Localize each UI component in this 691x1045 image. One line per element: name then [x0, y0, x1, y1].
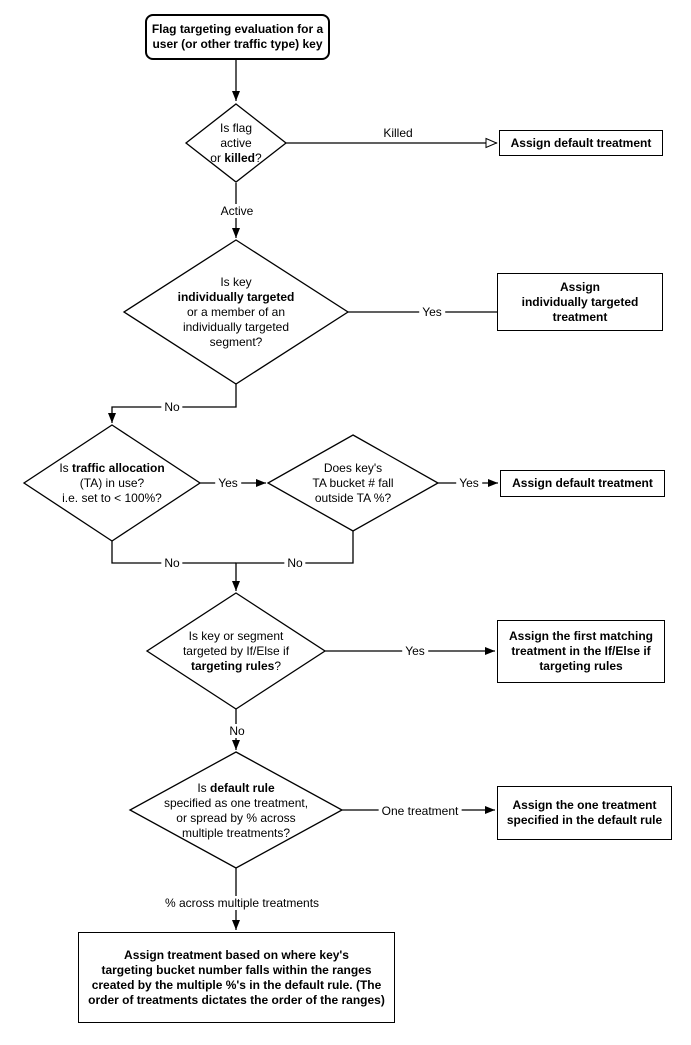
box-assign-individually-targeted-treatment: Assign individually targeted treatment — [497, 273, 663, 331]
decision-ta-bucket-label: Does key's TA bucket # fall outside TA %… — [312, 460, 394, 505]
start-node: Flag targeting evaluation for a user (or… — [145, 14, 330, 60]
edge-label-yes-rules: Yes — [402, 644, 428, 658]
box-assign-default-treatment-1: Assign default treatment — [499, 130, 663, 156]
edge-label-killed: Killed — [380, 126, 416, 140]
decision-targeting-rules-shape — [145, 592, 327, 710]
edge-label-no-bucket: No — [284, 556, 306, 570]
box-assign-one-treatment: Assign the one treatment specified in th… — [497, 786, 672, 840]
edge-label-active: Active — [217, 204, 257, 218]
edge-label-yes-ta: Yes — [215, 476, 241, 490]
decision-traffic-allocation-shape — [22, 424, 202, 542]
decision-flag-active-shape — [184, 103, 288, 183]
edge-label-no-ta: No — [161, 556, 183, 570]
edge-label-yes-bucket: Yes — [456, 476, 482, 490]
edge-label-no-rules: No — [226, 724, 248, 738]
decision-default-rule-shape — [128, 751, 344, 869]
edge-label-one-treatment: One treatment — [378, 804, 462, 818]
decision-individually-targeted-label: Is key individually targeted or a member… — [177, 274, 295, 349]
box-assign-default-treatment-2: Assign default treatment — [500, 470, 665, 497]
edge-no-ta — [111, 541, 236, 564]
edge-label-no-individual: No — [161, 400, 183, 414]
edge-label-yes-individual: Yes — [419, 305, 445, 319]
decision-flag-active-label: Is flag active or killed? — [210, 120, 262, 165]
decision-individually-targeted-shape — [122, 239, 350, 385]
decision-ta-bucket-shape — [266, 434, 440, 532]
box-assign-first-matching-treatment: Assign the first matching treatment in t… — [497, 620, 665, 683]
edge-label-pct-across: % across multiple treatments — [161, 896, 323, 910]
box-assign-treatment-by-ranges: Assign treatment based on where key's ta… — [78, 932, 395, 1023]
decision-traffic-allocation-label: Is traffic allocation (TA) in use? i.e. … — [59, 460, 165, 505]
decision-default-rule-label: Is default rule specified as one treatme… — [163, 780, 309, 840]
decision-targeting-rules-label: Is key or segment targeted by If/Else if… — [182, 628, 290, 673]
